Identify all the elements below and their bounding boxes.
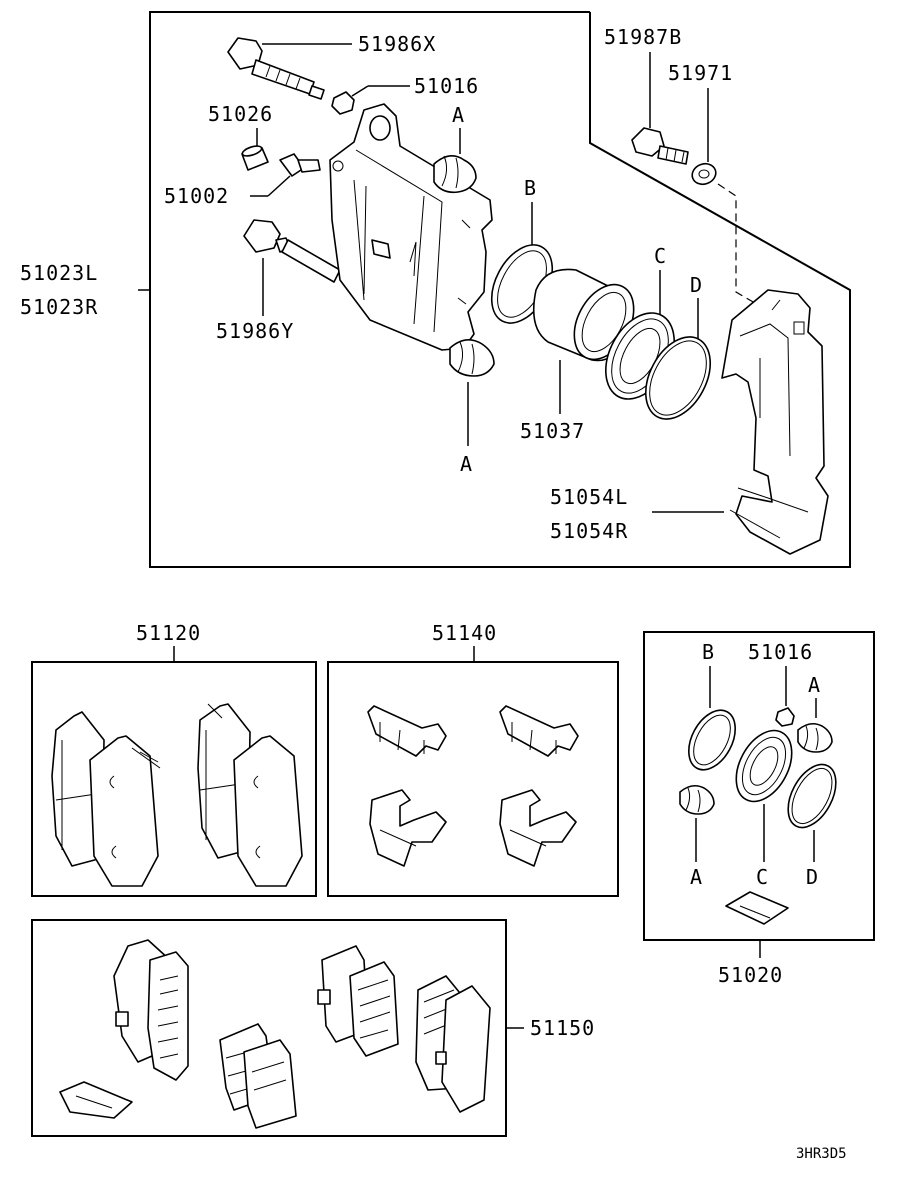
label-kit-51016: 51016 <box>748 640 813 664</box>
label-kit-a-bottom: A <box>690 865 703 889</box>
clip-set-51140-frame <box>327 661 619 897</box>
caliper-body[interactable] <box>329 103 493 351</box>
label-51054l: 51054L <box>550 485 628 509</box>
label-kit-b: B <box>702 640 715 664</box>
pad-clip-set-51140[interactable] <box>367 705 579 867</box>
kit-boot-ring-d[interactable] <box>778 757 845 836</box>
label-51020: 51020 <box>718 963 783 987</box>
label-kit-d: D <box>806 865 819 889</box>
bolt-51987b[interactable] <box>631 127 689 165</box>
label-51023l: 51023L <box>20 261 98 285</box>
label-51120: 51120 <box>136 621 201 645</box>
kit-dust-boot-a-bottom[interactable] <box>679 784 715 815</box>
washer-51971[interactable] <box>689 160 718 187</box>
label-a-top: A <box>452 103 465 127</box>
kit-piston-boot-c[interactable] <box>725 721 803 811</box>
label-c-top: C <box>654 244 667 268</box>
label-b-top: B <box>524 176 537 200</box>
label-kit-a-top: A <box>808 673 821 697</box>
caliper-assembly-frame <box>149 11 851 568</box>
kit-dust-boot-a-top[interactable] <box>797 722 833 753</box>
label-a-bottom: A <box>460 452 473 476</box>
seal-kit-51020-frame <box>643 631 875 941</box>
label-51140: 51140 <box>432 621 497 645</box>
label-51986x: 51986X <box>358 32 436 56</box>
label-51023r: 51023R <box>20 295 98 319</box>
kit-sleeve-51016[interactable] <box>775 707 795 727</box>
label-51150: 51150 <box>530 1016 595 1040</box>
dust-boot-a-bottom[interactable] <box>449 339 495 377</box>
pad-set-51120-frame <box>31 661 317 897</box>
label-51971: 51971 <box>668 61 733 85</box>
diagram-code: 3HR3D5 <box>796 1146 847 1162</box>
label-d-top: D <box>690 273 703 297</box>
label-51002: 51002 <box>164 184 229 208</box>
label-51054r: 51054R <box>550 519 628 543</box>
kit-piston-seal-b[interactable] <box>679 702 744 777</box>
label-51037: 51037 <box>520 419 585 443</box>
guide-pin-bolt-51986x[interactable] <box>227 37 325 100</box>
bleeder-screw-51002[interactable] <box>279 153 321 177</box>
kit-grease-packet[interactable] <box>725 891 789 925</box>
label-51016-top: 51016 <box>414 74 479 98</box>
sleeve-51016[interactable] <box>331 91 355 115</box>
guide-pin-bolt-51986y[interactable] <box>243 219 341 283</box>
label-51986y: 51986Y <box>216 319 294 343</box>
brake-pad-set-51120[interactable] <box>51 703 303 887</box>
pad-kit-51150[interactable] <box>59 939 491 1129</box>
boot-ring-d[interactable] <box>633 326 724 430</box>
caliper-support-51054[interactable] <box>721 289 829 555</box>
label-51987b: 51987B <box>604 25 682 49</box>
dust-boot-a-top[interactable] <box>433 155 477 194</box>
label-kit-c: C <box>756 865 769 889</box>
label-51026: 51026 <box>208 102 273 126</box>
bleeder-cap-51026[interactable] <box>241 144 269 171</box>
